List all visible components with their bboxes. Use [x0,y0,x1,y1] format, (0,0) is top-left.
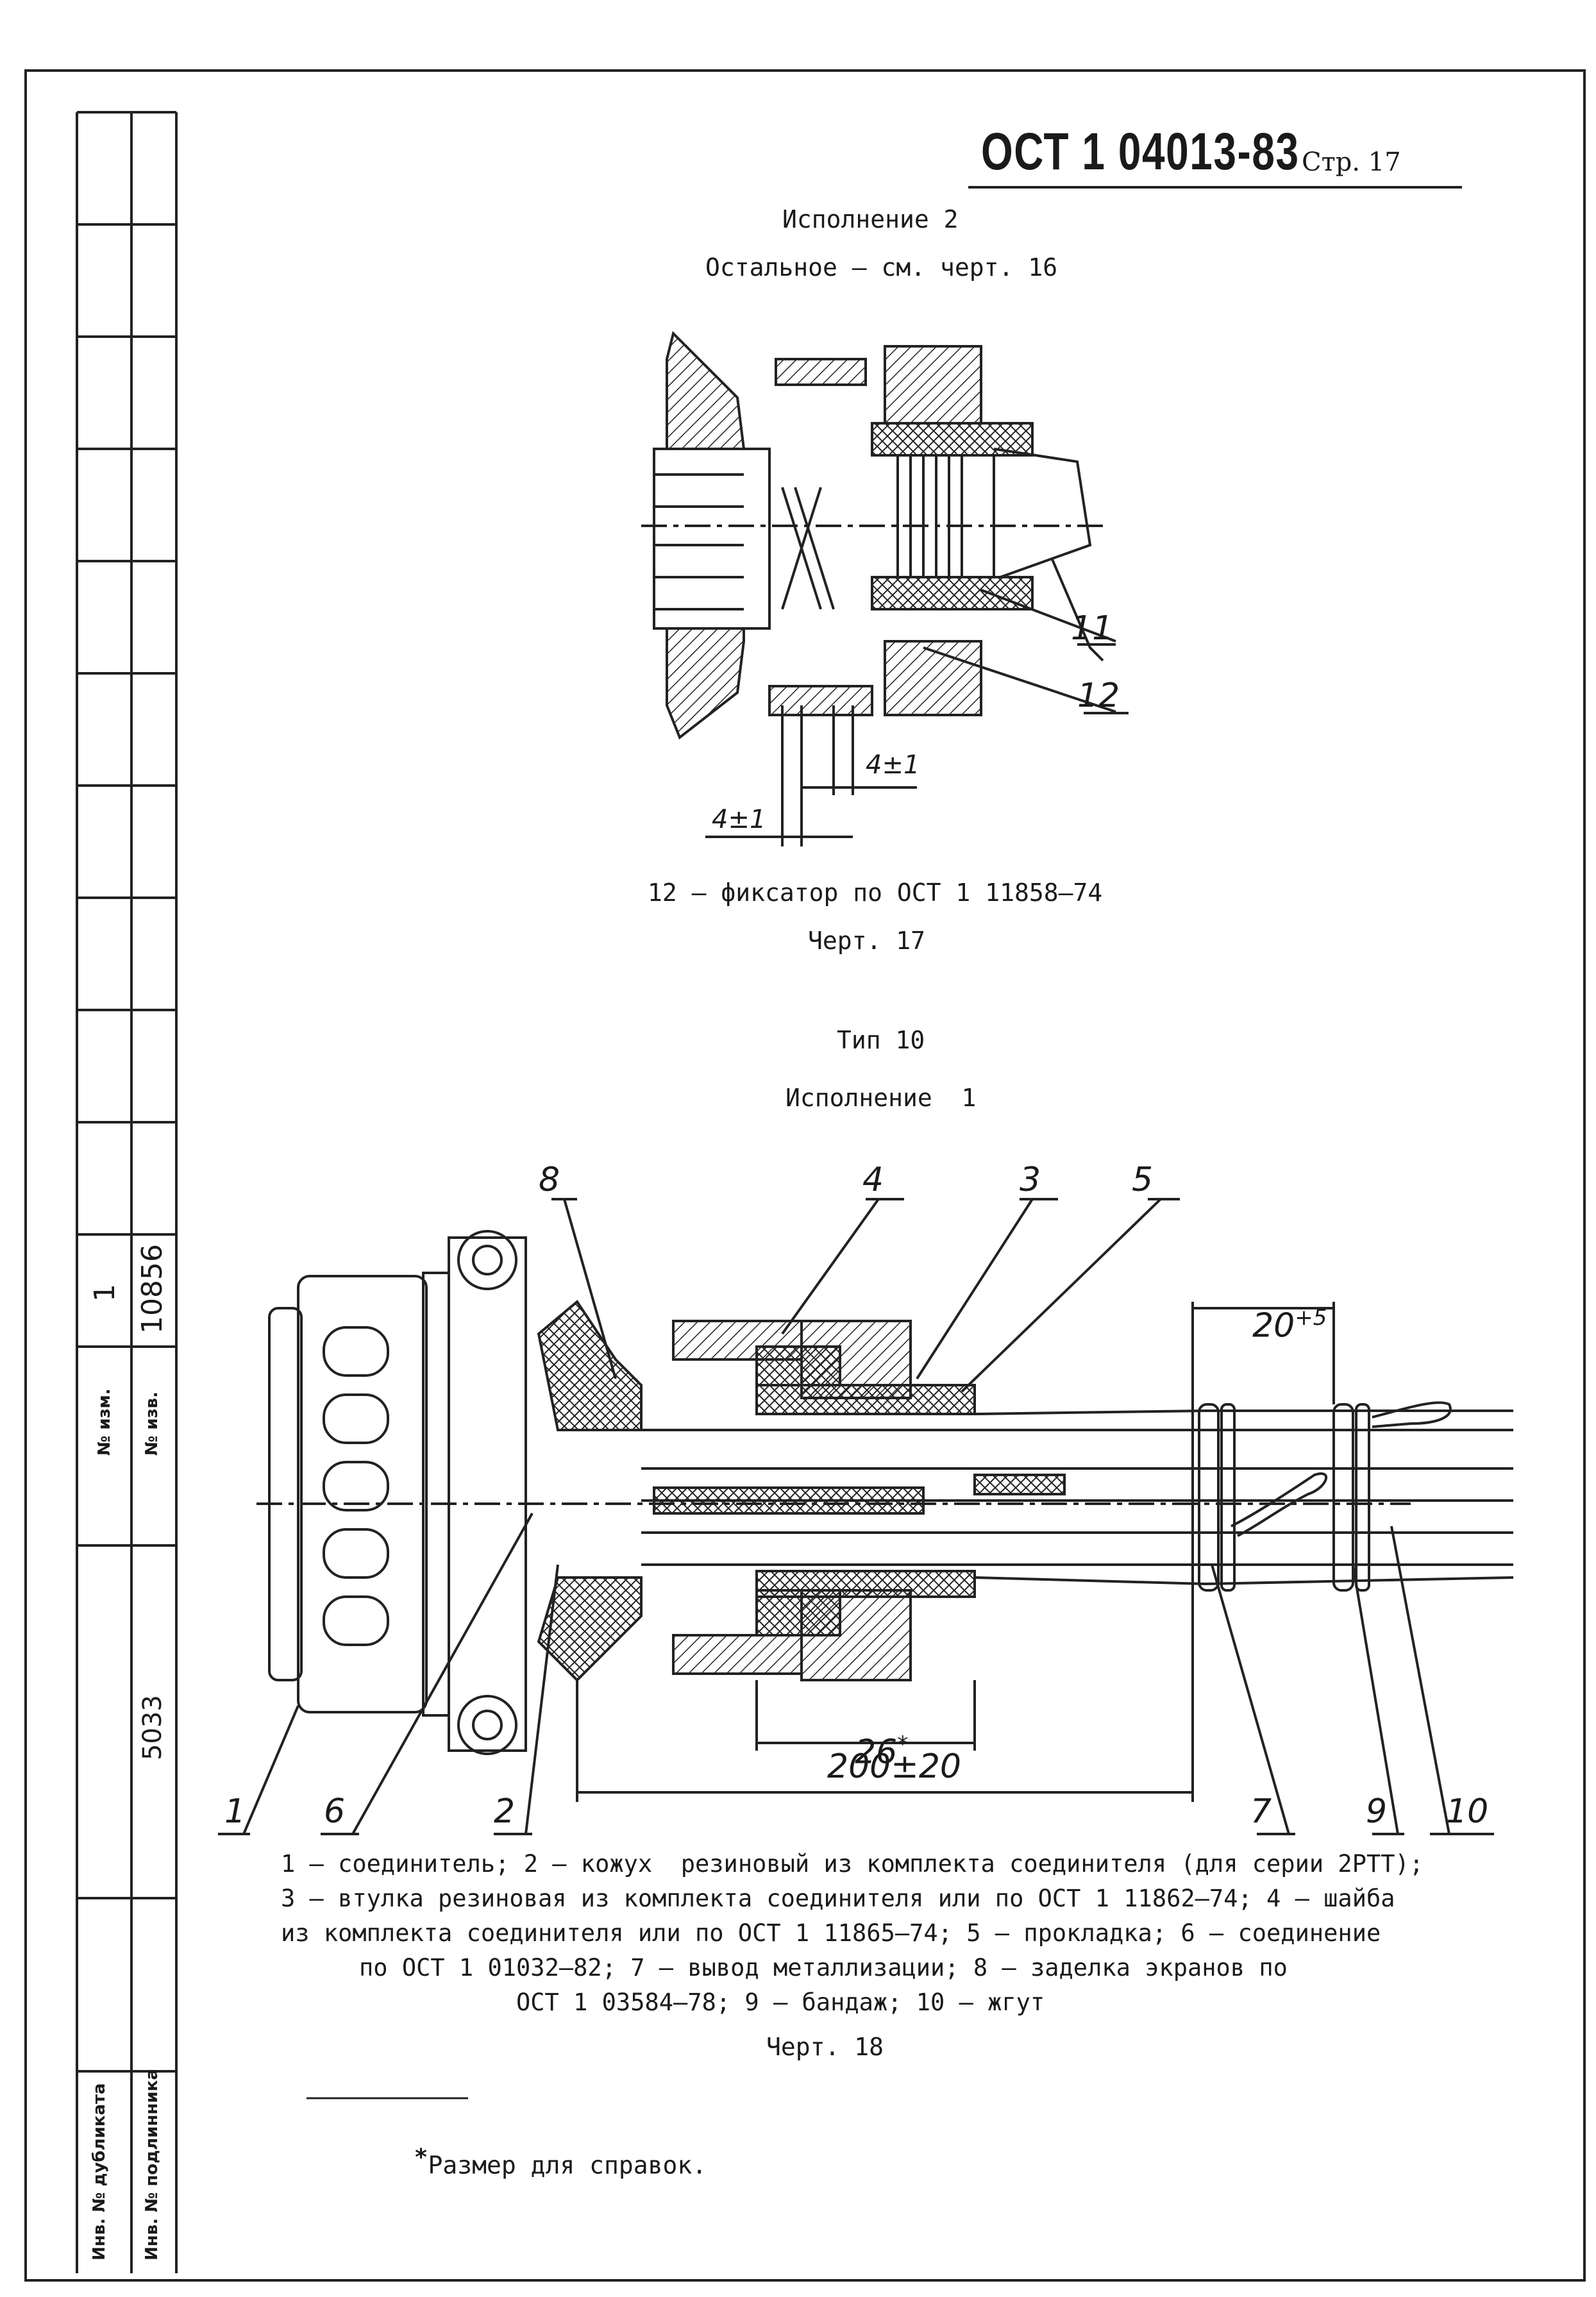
figure-17-title: Исполнение 2 [782,205,959,233]
dimension-26-asterisk: * [897,1731,909,1757]
dimension-200: 200±20 [827,1747,961,1786]
figure-17-subtitle: Остальное – см. черт. 16 [705,253,1058,282]
callout-12: 12 [1077,677,1120,715]
figure-18-legend-line-1: 1 – соединитель; 2 – кожух резиновый из … [281,1850,1424,1878]
callout-1: 1 [224,1792,246,1831]
dimension-26-value: 26 [855,1733,898,1772]
callout-7: 7 [1250,1792,1272,1831]
stamp-izm-label: № изм. [95,1388,114,1456]
figure-18-caption: Черт. 18 [766,2033,884,2061]
callout-9: 9 [1366,1792,1388,1831]
callout-6: 6 [324,1792,346,1831]
dimension-20-value: 20 [1252,1306,1295,1345]
footnote-mark: * [414,2144,428,2171]
figure-18-legend-line-3: из комплекта соединителя или по ОСТ 1 11… [281,1919,1381,1947]
stamp-dubl-label: Инв. № дубликата [90,2083,109,2260]
page-frame [24,69,1586,2282]
dimension-20: 20+5 [1231,1266,1327,1345]
callout-8: 8 [539,1161,560,1199]
callout-3: 3 [1020,1161,1041,1199]
dimension-4pm1-left: 4±1 [712,805,766,834]
figure-17-legend: 12 – фиксатор по ОСТ 1 11858–74 [648,879,1103,907]
document-number: ОСТ 1 04013-83 [981,122,1300,181]
stamp-izm-value: 1 [88,1284,121,1302]
figure-18-legend-line-4: по ОСТ 1 01032–82; 7 – вывод металлизаци… [359,1954,1288,1981]
figure-17-caption: Черт. 17 [808,927,926,955]
callout-10: 10 [1446,1792,1489,1831]
dimension-4pm1-right: 4±1 [866,750,920,780]
stamp-podl-label: Инв. № подлинника [142,2069,162,2260]
figure-18-legend-line-5: ОСТ 1 03584–78; 9 – бандаж; 10 – жгут [516,1989,1045,2016]
figure-18-legend-line-2: 3 – втулка резиновая из комплекта соедин… [281,1885,1395,1912]
figure-18-type-title: Тип 10 [837,1026,925,1054]
callout-4: 4 [862,1161,884,1199]
figure-18-drawing [218,1198,1514,1835]
stamp-izv-value: 10856 [136,1244,169,1334]
footnote: *Размер для справок. [385,2116,707,2180]
stamp-izv-label: № изв. [142,1392,162,1456]
page-label: Стр. 17 [1302,147,1401,177]
dimension-26: 26* [834,1693,908,1771]
callout-11: 11 [1071,609,1114,648]
figure-17-drawing [641,331,1129,846]
left-stamp-strip [76,111,178,2273]
dimension-20-tolerance: +5 [1295,1305,1327,1331]
figure-18-exec-title: Исполнение 1 [785,1084,977,1112]
stamp-podl-value: 5033 [138,1695,167,1760]
callout-2: 2 [494,1792,516,1831]
callout-5: 5 [1132,1161,1154,1199]
footnote-text: Размер для справок. [428,2151,707,2180]
